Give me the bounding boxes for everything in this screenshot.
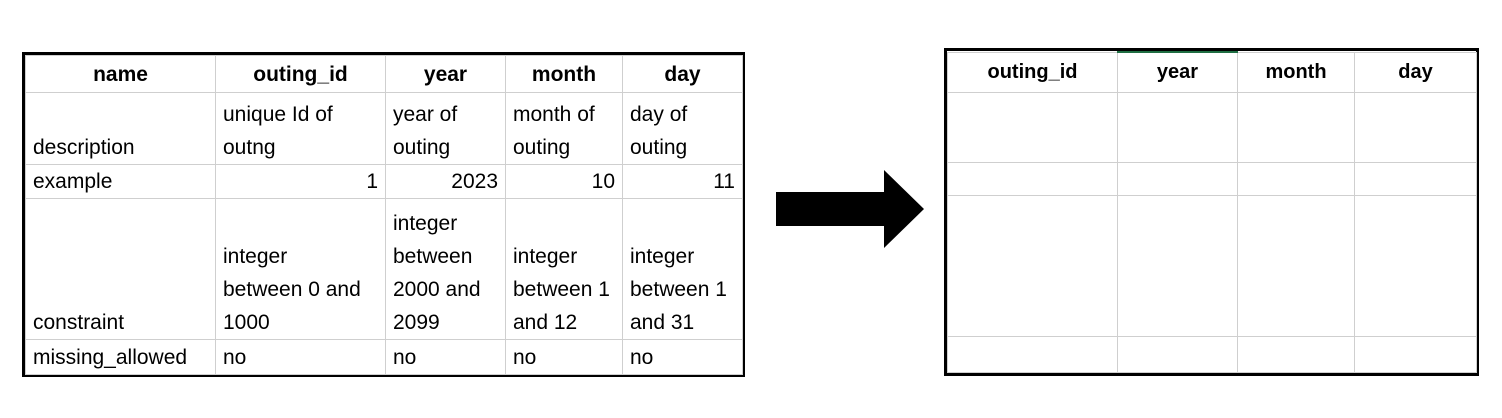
cell-description-label: description (25, 92, 216, 165)
column-header-year: year (1117, 50, 1238, 93)
empty-cell[interactable] (1237, 335, 1355, 374)
cell-missing-month: no (505, 339, 623, 375)
empty-cell[interactable] (1354, 91, 1477, 164)
column-header-day: day (1354, 51, 1477, 93)
right-arrow-icon (776, 170, 924, 248)
empty-cell[interactable] (1237, 91, 1355, 164)
column-header-month: month (1237, 51, 1355, 93)
header-row: outing_id year month day (947, 50, 1477, 93)
data-dictionary-table: name outing_id year month day descriptio… (22, 52, 745, 377)
empty-cell[interactable] (1354, 162, 1477, 197)
cell-description-outing-id: unique Id of outng (215, 92, 386, 165)
cell-constraint-year: integer between 2000 and 2099 (385, 198, 506, 340)
missing-allowed-row: missing_allowed no no no no (25, 339, 743, 375)
empty-cell[interactable] (1117, 162, 1238, 197)
cell-constraint-outing-id: integer between 0 and 1000 (215, 198, 386, 340)
column-header-outing-id: outing_id (215, 55, 386, 93)
empty-cell[interactable] (1237, 162, 1355, 197)
cell-missing-year: no (385, 339, 506, 375)
column-header-year: year (385, 55, 506, 93)
cell-example-year: 2023 (385, 164, 506, 199)
empty-cell[interactable] (947, 162, 1118, 197)
column-header-outing-id: outing_id (947, 51, 1118, 93)
empty-cell[interactable] (1354, 195, 1477, 337)
empty-spreadsheet: outing_id year month day (944, 48, 1479, 376)
empty-cell[interactable] (947, 195, 1118, 337)
cell-description-month: month of outing (505, 92, 623, 165)
cell-example-label: example (25, 164, 216, 199)
empty-cell[interactable] (1117, 335, 1238, 374)
empty-row (947, 162, 1477, 197)
cell-constraint-day: integer between 1 and 31 (622, 198, 743, 340)
cell-missing-day: no (622, 339, 743, 375)
cell-constraint-month: integer between 1 and 12 (505, 198, 623, 340)
description-row: description unique Id of outng year of o… (25, 92, 743, 165)
empty-cell[interactable] (947, 91, 1118, 164)
constraint-row: constraint integer between 0 and 1000 in… (25, 198, 743, 340)
cell-missing-outing-id: no (215, 339, 386, 375)
column-header-day: day (622, 55, 743, 93)
example-row: example 1 2023 10 11 (25, 164, 743, 199)
empty-cell[interactable] (947, 335, 1118, 374)
cell-constraint-label: constraint (25, 198, 216, 340)
empty-cell[interactable] (1237, 195, 1355, 337)
empty-cell[interactable] (1354, 335, 1477, 374)
empty-row (947, 195, 1477, 337)
empty-cell[interactable] (1117, 195, 1238, 337)
empty-cell[interactable] (1117, 91, 1238, 164)
column-header-month: month (505, 55, 623, 93)
header-row: name outing_id year month day (25, 55, 743, 93)
cell-example-outing-id: 1 (215, 164, 386, 199)
cell-description-year: year of outing (385, 92, 506, 165)
empty-row (947, 335, 1477, 374)
cell-example-day: 11 (622, 164, 743, 199)
empty-row (947, 91, 1477, 164)
cell-example-month: 10 (505, 164, 623, 199)
cell-missing-label: missing_allowed (25, 339, 216, 375)
cell-description-day: day of outing (622, 92, 743, 165)
column-header-name: name (25, 55, 216, 93)
